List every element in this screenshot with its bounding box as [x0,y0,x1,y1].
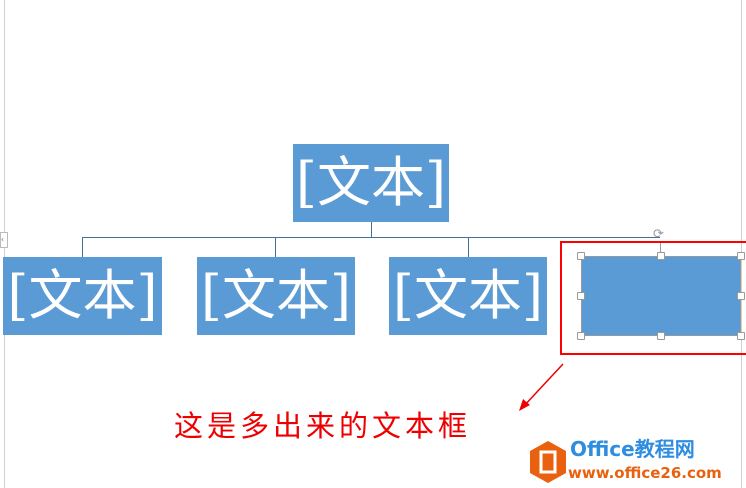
child-node[interactable]: [文本] [389,257,547,335]
annotation-text: 这是多出来的文本框 [174,409,472,443]
page-right-border [741,0,742,488]
extra-text-box[interactable] [581,257,740,335]
arrow-icon [519,363,564,411]
rotate-handle-icon[interactable]: ⟳ [653,227,664,242]
highlight-rectangle [560,241,746,355]
rotation-stem [660,241,661,256]
watermark-url: www.office26.com [568,464,722,482]
watermark-brand: Office教程网 [570,437,695,461]
connector [82,237,660,238]
smartart-pane-toggle[interactable]: ‹ [0,232,8,248]
connector [275,237,276,257]
connector [468,237,469,257]
watermark: Office教程网 www.office26.com [528,438,746,486]
child-node[interactable]: [文本] [3,257,162,335]
child-node[interactable]: [文本] [197,257,355,335]
resize-handle[interactable] [577,252,585,260]
resize-handle[interactable] [737,292,745,300]
resize-handle[interactable] [577,332,585,340]
connector [82,237,83,257]
resize-handle[interactable] [737,252,745,260]
top-node[interactable]: [文本] [293,144,449,222]
office-logo-icon [530,441,566,483]
resize-handle[interactable] [577,292,585,300]
resize-handle[interactable] [657,252,665,260]
resize-handle[interactable] [657,332,665,340]
resize-handle[interactable] [737,332,745,340]
connector [371,222,372,237]
